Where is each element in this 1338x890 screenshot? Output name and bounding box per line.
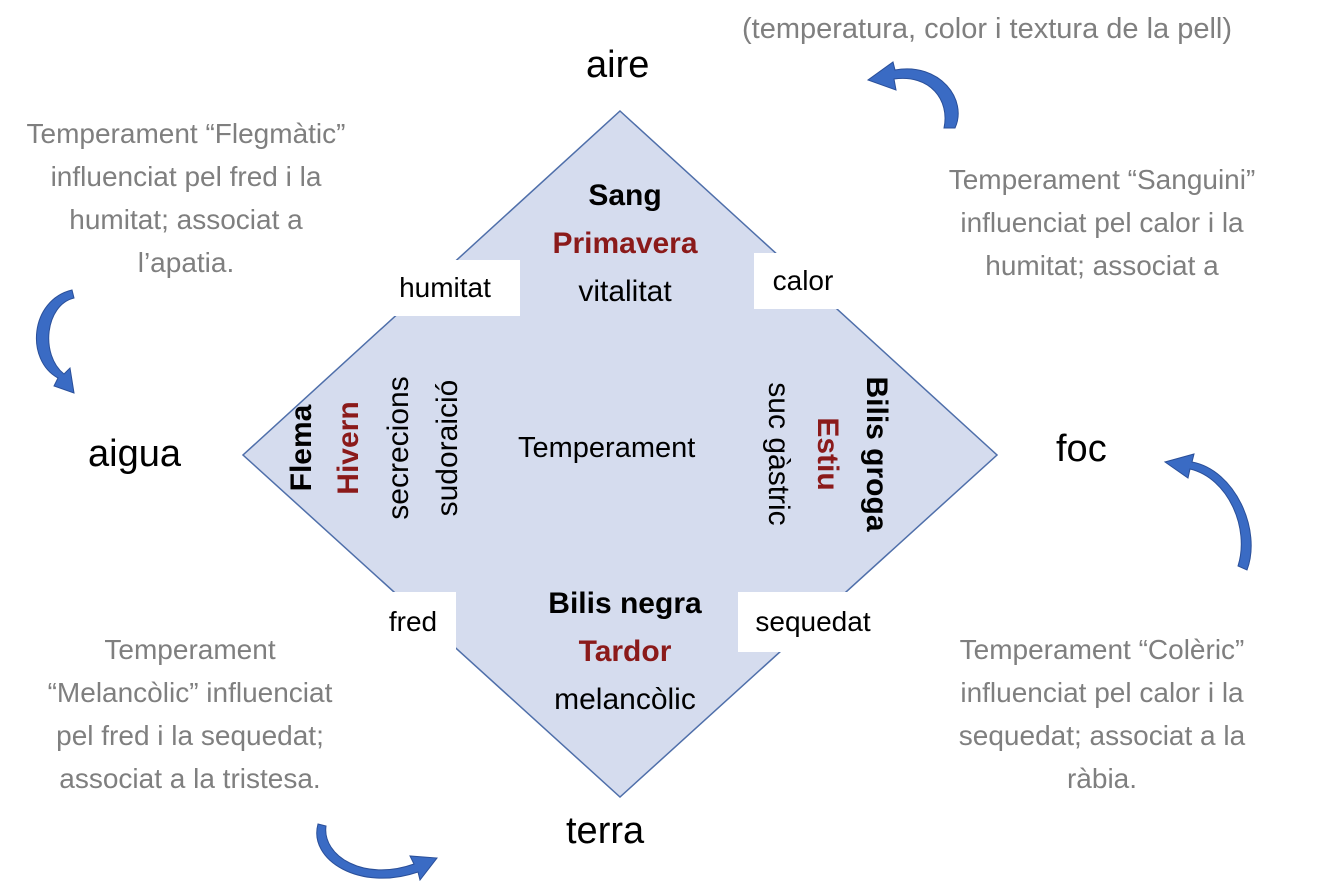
note-line: “Melancòlic” influenciat [47, 677, 333, 708]
humor-bilis-groga: Bilis groga [860, 376, 893, 532]
season-primavera: Primavera [552, 227, 698, 260]
humor-sang: Sang [588, 179, 662, 212]
note-line: associat a la tristesa. [59, 763, 321, 794]
note-melancolic: Temperament “Melancòlic” influenciat pel… [0, 628, 380, 800]
note-line: humitat; associat a [69, 204, 303, 235]
curved-arrow-bottom-icon [316, 823, 438, 882]
element-aigua: aigua [88, 433, 181, 475]
season-estiu: Estiu [811, 417, 844, 491]
quality-fred: fred [370, 592, 456, 652]
trait-sudoraicio: sudoraició [431, 379, 464, 517]
element-aire: aire [586, 44, 650, 86]
quality-sequedat: sequedat [738, 592, 888, 652]
note-line: l’apatia. [137, 247, 235, 278]
element-terra: terra [566, 810, 645, 852]
note-flegmatic: Temperament “Flegmàtic” influenciat pel … [0, 112, 386, 284]
note-line: humitat; associat a [985, 250, 1219, 281]
note-line: influenciat pel calor i la [960, 677, 1244, 708]
element-foc: foc [1056, 428, 1107, 470]
note-line: Temperament “Colèric” [959, 634, 1245, 665]
note-line: influenciat pel calor i la [960, 207, 1244, 238]
note-line: influenciat pel fred i la [50, 161, 322, 192]
quality-calor: calor [754, 253, 852, 309]
trait-suc-gastric: suc gàstric [762, 382, 795, 526]
humor-flema: Flema [285, 404, 318, 492]
curved-arrow-right-icon [1163, 453, 1252, 571]
note-coleric: Temperament “Colèric” influenciat pel ca… [902, 628, 1302, 800]
trait-vitalitat: vitalitat [578, 275, 672, 308]
note-line: Temperament “Flegmàtic” [26, 118, 346, 149]
quality-humitat: humitat [370, 260, 520, 316]
trait-melancolic: melancòlic [554, 683, 696, 716]
curved-arrow-top-right-icon [866, 61, 959, 129]
note-line: ràbia. [1066, 763, 1138, 794]
note-line: pel fred i la sequedat; [56, 720, 324, 751]
note-line: Temperament [104, 634, 276, 665]
center-temperament: Temperament [518, 432, 696, 464]
note-sanguini: Temperament “Sanguini” influenciat pel c… [902, 158, 1302, 287]
trait-secrecions: secrecions [382, 376, 415, 520]
note-line: sequedat; associat a la [958, 720, 1246, 751]
humor-bilis-negra: Bilis negra [548, 587, 702, 620]
note-line: Temperament “Sanguini” [948, 164, 1256, 195]
season-hivern: Hivern [332, 401, 365, 495]
note-skin-properties: (temperatura, color i textura de la pell… [742, 13, 1232, 45]
humor-bottom-block: Bilis negra Tardor melancòlic [500, 580, 750, 724]
humor-top-block: Sang Primavera vitalitat [500, 172, 750, 316]
curved-arrow-left-icon [35, 289, 75, 394]
season-tardor: Tardor [578, 635, 672, 668]
